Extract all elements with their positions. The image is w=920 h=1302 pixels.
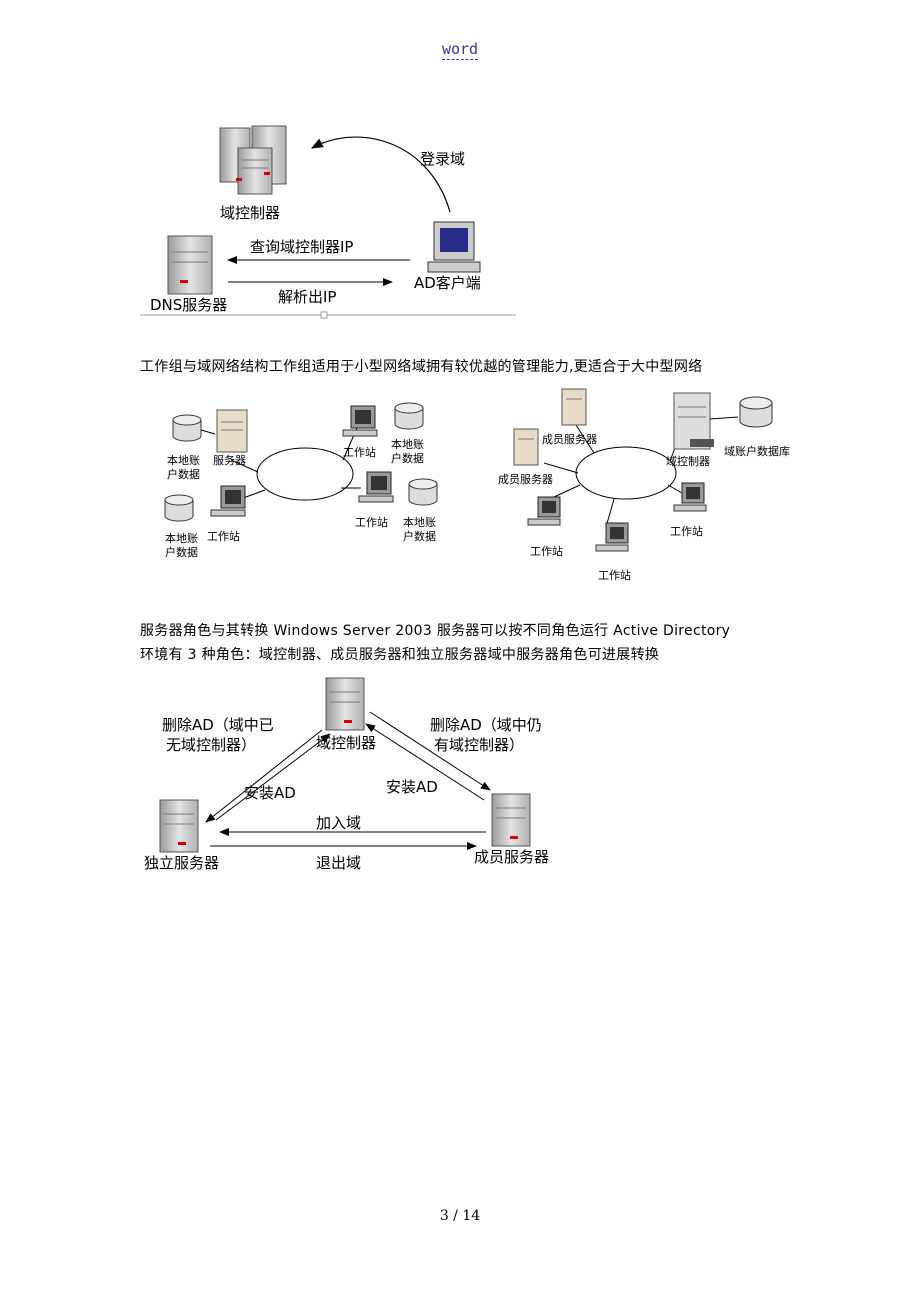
database-icon [172,414,202,442]
wg-local1-line2: 户数据 [167,467,200,481]
install-ad-right-arrow [365,723,485,801]
page-number: 3 / 14 [439,1208,481,1224]
domain-controller-server-icon [325,677,365,731]
wg-local4-line1: 本地账 [403,515,436,529]
role-domain-controller: 域控制器 [316,734,376,752]
install-ad-left-label: 安装AD [244,784,296,802]
page-header: word [0,40,920,60]
remove-ad-left-line1: 删除AD（域中已 [162,716,274,734]
workstation-icon [342,405,378,437]
figure-domain-diagram: 成员服务器 成员服务器 域控制器 域账户数据库 工作站 工作站 工作站 [498,388,790,582]
wg-local2-line2: 户数据 [165,545,198,559]
wg-ws-bottom-left: 工作站 [207,529,240,543]
role-standalone-server: 独立服务器 [144,854,219,872]
dom-ws-left: 工作站 [530,544,563,558]
dns-server-icon [167,235,213,295]
dom-ws-bottom: 工作站 [598,568,631,582]
standalone-server-icon [159,799,199,853]
wg-local1-line1: 本地账 [167,453,200,467]
rule-handle [320,311,328,319]
fig1-query-label: 查询域控制器IP [250,238,353,256]
workstation-icon [358,471,394,503]
fig1-resolve-label: 解析出IP [278,288,336,306]
paragraph-workgroup-domain: 工作组与域网络结构工作组适用于小型网络域拥有较优越的管理能力,更适合于大中型网络 [140,359,703,375]
fig1-dns-label: DNS服务器 [150,296,227,314]
role-member-server: 成员服务器 [474,848,549,866]
database-icon [408,478,438,506]
member-server-icon [561,388,587,426]
fig1-domain-controller-label: 域控制器 [220,204,280,222]
workgroup-network-ellipse [256,447,354,501]
domain-network-ellipse [575,446,677,500]
domain-controller-icon [673,392,714,450]
dom-domain-controller: 域控制器 [666,454,710,468]
remove-ad-right-line1: 删除AD（域中仍 [430,716,542,734]
member-server-icon [491,793,531,847]
login-arrow [310,136,451,213]
remove-ad-left-line2: 无域控制器） [166,736,256,754]
install-ad-left-arrow [215,733,331,821]
database-icon [164,494,194,522]
dom-db-label: 域账户数据库 [724,444,790,458]
dom-member-server-top: 成员服务器 [542,433,597,446]
wg-local4-line2: 户数据 [403,529,436,543]
paragraph-server-roles-line1: 服务器角色与其转换 Windows Server 2003 服务器可以按不同角色… [140,623,731,639]
database-icon [739,396,773,428]
figure-ad-login-diagram: 域控制器 登录域 DNS服务器 AD客户端 查询域控制器IP 解析出IP [140,125,516,319]
workstation-icon [673,482,707,512]
domain-controller-server-icon [219,125,287,195]
remove-ad-right-line2: 有域控制器） [434,736,524,754]
wg-ws-top: 工作站 [343,445,376,459]
join-domain-label: 加入域 [316,814,361,832]
wg-ws-right: 工作站 [355,515,388,529]
dom-ws-right: 工作站 [670,524,703,538]
workstation-icon [210,485,246,517]
database-icon [394,402,424,430]
fig1-login-label: 登录域 [420,150,465,168]
remove-ad-right-arrow [369,711,491,791]
workstation-icon [595,522,629,552]
paragraph-server-roles-line2: 环境有 3 种角色：域控制器、成员服务器和独立服务器域中服务器角色可进展转换 [140,647,660,663]
wg-local2-line1: 本地账 [165,531,198,545]
wg-server-label: 服务器 [213,454,246,467]
figure-role-conversion-diagram: 域控制器 独立服务器 成员服务器 删除AD（域中已 无域控制器） 删除AD（域中… [144,677,549,872]
dom-member-server-left: 成员服务器 [498,473,553,486]
leave-domain-label: 退出域 [316,854,361,872]
figure-workgroup-diagram: 本地账 户数据 服务器 本地账 户数据 工作站 工作站 本地账 户数据 工作站 … [164,402,438,559]
install-ad-right-label: 安装AD [386,778,438,796]
remove-ad-left-arrow [205,729,323,823]
server-icon [216,409,248,453]
header-word: word [441,40,479,60]
member-server-icon [513,428,539,466]
workstation-icon [527,496,561,526]
wg-local3-line1: 本地账 [391,437,424,451]
ad-client-computer-icon [427,221,481,273]
fig1-client-label: AD客户端 [414,274,481,292]
wg-local3-line2: 户数据 [391,451,424,465]
